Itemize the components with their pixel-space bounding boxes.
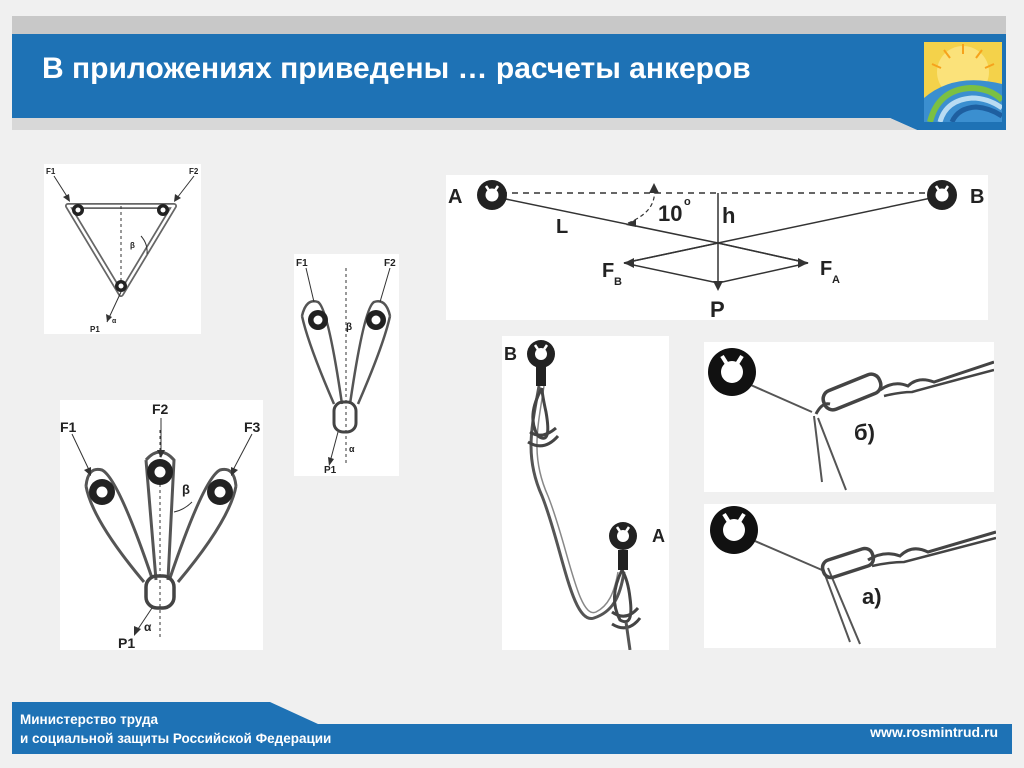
label-fb-sub: B: [614, 276, 622, 288]
label-f2: F2: [152, 401, 169, 417]
three-loop-anchor-figure: F1 F2 F3 β α P1: [60, 400, 263, 650]
label-b: B: [504, 344, 517, 364]
label-alpha: α: [349, 444, 355, 454]
bolt-icon: [115, 280, 127, 292]
label-alpha: α: [112, 318, 117, 325]
anchor-b-icon: [527, 340, 555, 368]
website-link[interactable]: www.rosmintrud.ru: [870, 724, 998, 740]
label-beta: β: [130, 241, 135, 250]
label-degree: o: [684, 196, 691, 208]
bolt-icon: [207, 479, 233, 505]
label-f1: F1: [60, 419, 77, 435]
bolt-icon: [157, 204, 169, 216]
anchor-a-icon: [477, 180, 507, 210]
bolt-icon: [147, 459, 173, 485]
label-p1: P1: [90, 325, 100, 334]
label-f2: F2: [189, 167, 199, 176]
rainbow-logo-icon: [924, 42, 1002, 122]
label-fb: F: [602, 260, 614, 282]
label-a: A: [652, 526, 665, 546]
label-beta: β: [182, 482, 190, 497]
ministry-line-2: и социальной защиты Российской Федерации: [20, 731, 332, 746]
ministry-name: Министерство труда и социальной защиты Р…: [20, 710, 331, 748]
label-fa: F: [820, 258, 832, 280]
bolt-icon: [89, 479, 115, 505]
anchor-a-icon: [609, 522, 637, 550]
anchor-icon: [708, 348, 756, 396]
title-bar-shape: [12, 34, 1006, 130]
triangle-anchor-figure: F1 F2 β α P1: [44, 164, 201, 334]
label-b: B: [970, 186, 984, 208]
label-p1: P1: [118, 635, 135, 650]
two-loop-anchor-figure: F1 F2 β α P1: [294, 254, 399, 476]
anchor-icon: [710, 506, 758, 554]
slide-title: В приложениях приведены … расчеты анкеро…: [42, 52, 751, 85]
carabiner-variant-b-figure: б): [704, 342, 994, 492]
anchor-b-icon: [927, 180, 957, 210]
header-top-stripe: [12, 16, 1006, 34]
carabiner-variant-a-figure: а): [704, 504, 996, 648]
label-alpha: α: [144, 620, 152, 634]
label-p: P: [710, 297, 725, 320]
label-h: h: [722, 203, 735, 228]
label-angle: 10: [658, 201, 682, 226]
bolt-icon: [308, 310, 328, 330]
footer-shape: [12, 702, 1012, 754]
label-f3: F3: [244, 419, 261, 435]
ministry-line-1: Министерство труда: [20, 712, 159, 727]
label-f2: F2: [384, 258, 396, 269]
rope-anchors-figure: B A: [502, 336, 669, 650]
label-p1: P1: [324, 465, 337, 476]
title-bar: В приложениях приведены … расчеты анкеро…: [12, 34, 1006, 130]
bolt-icon: [366, 310, 386, 330]
force-diagram-figure: A B L 10 o h F B F A P: [446, 175, 988, 320]
label-fa-sub: A: [832, 274, 840, 286]
label-a: A: [448, 186, 462, 208]
footer-bar: Министерство труда и социальной защиты Р…: [0, 702, 1024, 758]
label-variant-b: б): [854, 420, 875, 445]
label-l: L: [556, 216, 568, 238]
label-variant-a: а): [862, 584, 882, 609]
label-beta: β: [346, 322, 352, 333]
label-f1: F1: [46, 167, 56, 176]
label-f1: F1: [296, 258, 308, 269]
bolt-icon: [72, 204, 84, 216]
